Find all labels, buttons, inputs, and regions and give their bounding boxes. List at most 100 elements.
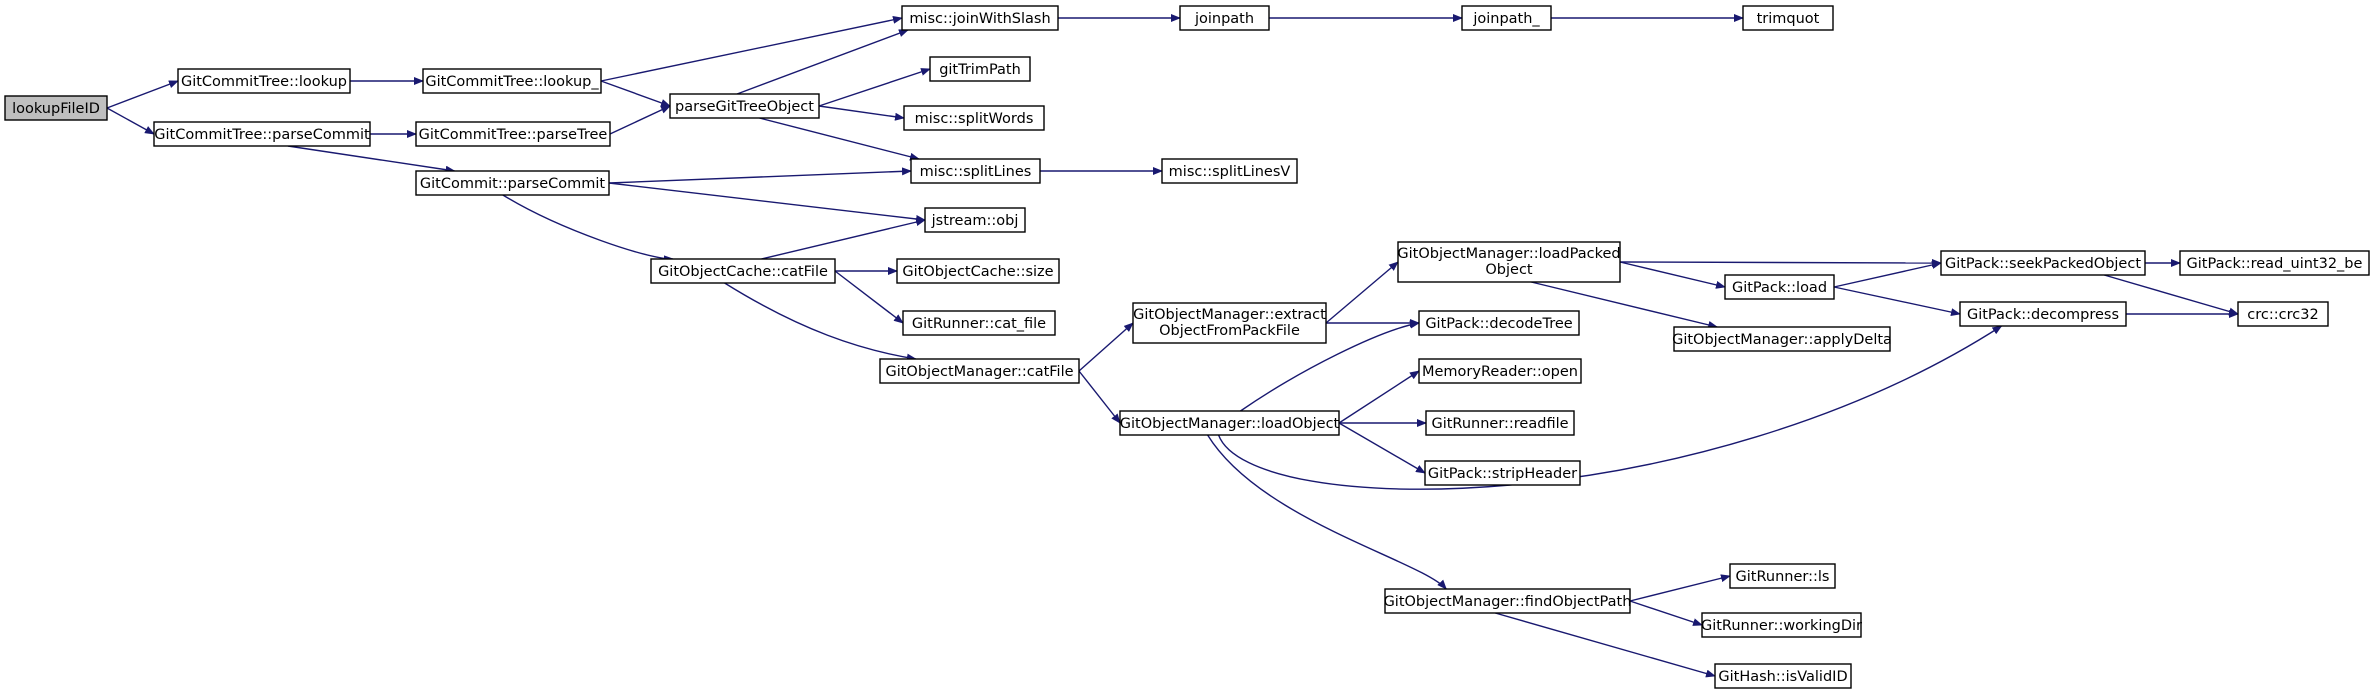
node-goc-catfile[interactable]: GitObjectCache::catFile: [650, 258, 836, 284]
node-gp-read-uint32-be[interactable]: GitPack::read_uint32_be: [2179, 250, 2370, 276]
node-gct-lookup[interactable]: GitCommitTree::lookup: [177, 68, 351, 94]
node-box: [1701, 612, 1862, 638]
node-label: misc::splitLinesV: [1169, 164, 1291, 180]
node-misc-splitlinesv[interactable]: misc::splitLinesV: [1161, 158, 1298, 184]
node-joinpath[interactable]: joinpath_: [1461, 5, 1552, 31]
node-parsegittreeobject[interactable]: parseGitTreeObject: [669, 93, 820, 119]
node-gom-catfile[interactable]: GitObjectManager::catFile: [879, 358, 1080, 384]
node-joinpath[interactable]: joinpath: [1179, 5, 1270, 31]
edge-gct-lookup-to-misc-joinwithslash: [600, 15, 903, 82]
edge-gom-extract-to-gom-loadpacked: [1325, 261, 1399, 324]
node-gom-applydelta[interactable]: GitObjectManager::applyDelta: [1672, 326, 1892, 352]
node-misc-splitwords[interactable]: misc::splitWords: [903, 105, 1045, 131]
node-box: [1161, 158, 1298, 184]
edge-gp-load-to-gp-seekpackedobject: [1833, 261, 1942, 288]
node-gr-ls[interactable]: GitRunner::ls: [1729, 563, 1836, 589]
node-label: misc::joinWithSlash: [909, 11, 1050, 27]
edge-parsegittreeobject-to-misc-splitwords: [818, 105, 905, 121]
node-gct-lookup[interactable]: GitCommitTree::lookup_: [422, 68, 602, 94]
node-box: [1119, 410, 1340, 436]
node-label: GitCommitTree::parseTree: [419, 127, 608, 143]
node-box: [1179, 5, 1270, 31]
node-box: [1384, 588, 1631, 614]
node-label: GitObjectCache::catFile: [658, 264, 828, 280]
node-label: GitHash::isValidID: [1718, 669, 1847, 685]
node-crc-crc32[interactable]: crc::crc32: [2237, 301, 2329, 327]
node-box: [896, 258, 1060, 284]
node-jstream-obj[interactable]: jstream::obj: [924, 207, 1026, 233]
edge-gom-loadobject-to-gom-findobjectpath: [1207, 434, 1447, 590]
node-gc-parsecommit[interactable]: GitCommit::parseCommit: [415, 170, 610, 196]
node-label: gitTrimPath: [939, 62, 1021, 78]
node-box: [4, 95, 108, 121]
node-box: [650, 258, 836, 284]
edge-goc-catfile-to-gr-cat-file: [834, 270, 904, 324]
edge-gom-loadobject-to-mr-open: [1338, 370, 1420, 424]
node-label: GitRunner::ls: [1736, 569, 1830, 585]
node-label: joinpath: [1194, 11, 1254, 27]
node-gp-load[interactable]: GitPack::load: [1724, 274, 1835, 300]
node-gct-parsecommit[interactable]: GitCommitTree::parseCommit: [153, 121, 371, 147]
node-label: GitPack::load: [1732, 280, 1827, 296]
edge-gom-loadpacked-to-gom-applydelta: [1531, 281, 1719, 329]
edge-gom-loadobject-to-gp-decodetree: [1240, 320, 1420, 412]
node-misc-splitlines[interactable]: misc::splitLines: [910, 158, 1041, 184]
node-goc-size[interactable]: GitObjectCache::size: [896, 258, 1060, 284]
node-box: [901, 5, 1059, 31]
node-label: misc::splitLines: [920, 164, 1032, 180]
node-lookupfileid[interactable]: lookupFileID: [4, 95, 108, 121]
node-gr-workingdir[interactable]: GitRunner::workingDir: [1701, 612, 1862, 638]
node-box: [1397, 241, 1621, 283]
node-trimquot[interactable]: trimquot: [1742, 5, 1834, 31]
node-label: MemoryReader::open: [1422, 364, 1578, 380]
node-label: GitCommitTree::parseCommit: [154, 127, 370, 143]
node-box: [929, 56, 1031, 82]
edge-gom-loadobject-to-gp-stripheader: [1338, 422, 1426, 474]
node-label: jstream::obj: [931, 213, 1019, 229]
node-box: [1425, 410, 1575, 436]
node-box: [415, 121, 611, 147]
node-gittrimpath[interactable]: gitTrimPath: [929, 56, 1031, 82]
node-label: GitCommitTree::lookup_: [425, 74, 599, 90]
node-gr-cat-file[interactable]: GitRunner::cat_file: [902, 310, 1056, 336]
edge-gom-findobjectpath-to-gr-workingdir: [1629, 600, 1703, 626]
node-gp-seekpackedobject[interactable]: GitPack::seekPackedObject: [1940, 250, 2146, 276]
node-mr-open[interactable]: MemoryReader::open: [1418, 358, 1582, 384]
node-gp-decodetree[interactable]: GitPack::decodeTree: [1418, 310, 1580, 336]
node-box: [1959, 301, 2127, 327]
node-box: [924, 207, 1026, 233]
node-label: trimquot: [1757, 11, 1820, 27]
edge-gct-parsecommit-to-gc-parsecommit: [287, 145, 456, 174]
edge-parsegittreeobject-to-misc-joinwithslash: [736, 29, 909, 95]
edge-gom-catfile-to-gom-extract: [1078, 322, 1134, 372]
node-misc-joinwithslash[interactable]: misc::joinWithSlash: [901, 5, 1059, 31]
edge-gct-parsetree-to-parsegittreeobject: [609, 105, 671, 135]
node-box: [1132, 302, 1327, 344]
node-box: [415, 170, 610, 196]
node-box: [1418, 310, 1580, 336]
node-label: GitRunner::workingDir: [1701, 618, 1862, 634]
edge-parsegittreeobject-to-misc-splitlines: [759, 117, 920, 161]
node-box: [2237, 301, 2329, 327]
node-label: crc::crc32: [2247, 307, 2318, 323]
edge-gct-lookup-to-parsegittreeobject: [600, 80, 671, 107]
node-gp-decompress[interactable]: GitPack::decompress: [1959, 301, 2127, 327]
node-gp-stripheader[interactable]: GitPack::stripHeader: [1424, 460, 1581, 486]
node-box: [1424, 460, 1581, 486]
node-gct-parsetree[interactable]: GitCommitTree::parseTree: [415, 121, 611, 147]
call-edges: [106, 14, 2239, 678]
edge-goc-catfile-to-jstream-obj: [761, 218, 926, 260]
node-gr-readfile[interactable]: GitRunner::readfile: [1425, 410, 1575, 436]
node-gom-loadobject[interactable]: GitObjectManager::loadObject: [1119, 410, 1340, 436]
node-gom-findobjectpath[interactable]: GitObjectManager::findObjectPath: [1384, 588, 1632, 614]
node-label: GitObjectManager::applyDelta: [1672, 332, 1892, 348]
node-label: GitRunner::readfile: [1431, 416, 1568, 432]
edge-gom-findobjectpath-to-gh-isvalidid: [1495, 612, 1716, 678]
node-gh-isvalidid[interactable]: GitHash::isValidID: [1714, 663, 1852, 689]
node-box: [2179, 250, 2370, 276]
node-box: [669, 93, 820, 119]
node-label: GitPack::decodeTree: [1425, 316, 1572, 332]
